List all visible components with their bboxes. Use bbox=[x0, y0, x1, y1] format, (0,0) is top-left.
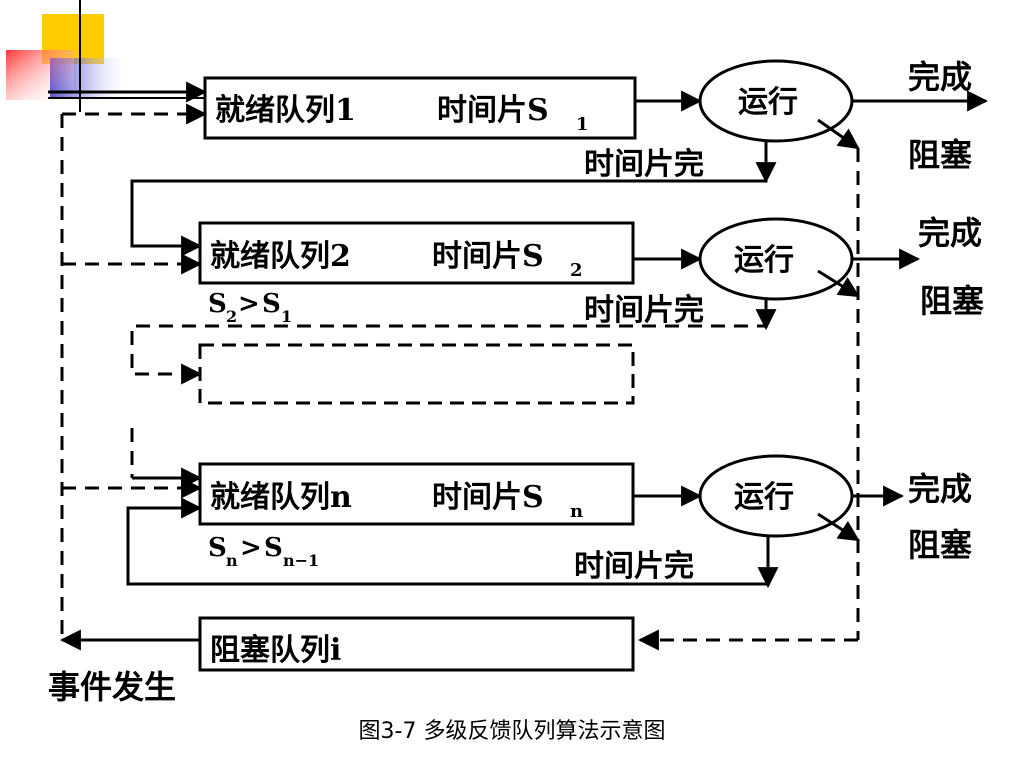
run-label-n: 运行 bbox=[734, 480, 794, 515]
slice-done-label-n: 时间片完 bbox=[574, 549, 694, 584]
queue-2-slice-sub: 2 bbox=[570, 260, 583, 281]
queue-n-slice-sub: n bbox=[570, 501, 583, 522]
relation-n-a: S bbox=[208, 533, 227, 563]
ready-queue-2-box bbox=[198, 221, 635, 285]
relation-n-a-sub: n bbox=[226, 551, 238, 570]
relation-2-op: > bbox=[238, 289, 260, 319]
queue-1-slice-sub: 1 bbox=[576, 114, 589, 135]
relation-n-b: S bbox=[264, 533, 283, 563]
done-label-n: 完成 bbox=[908, 470, 972, 508]
block-label-2: 阻塞 bbox=[920, 282, 984, 320]
block-label-1: 阻塞 bbox=[908, 136, 972, 174]
queue-1-text: 就绪队列1 时间片S 1 bbox=[215, 93, 589, 135]
relation-2: S 2 > S 1 bbox=[208, 289, 292, 326]
relation-2-a: S bbox=[208, 289, 227, 319]
done-label-1: 完成 bbox=[908, 58, 972, 96]
queue-1-label: 就绪队列1 bbox=[215, 93, 356, 128]
slice-done-label-2: 时间片完 bbox=[584, 293, 704, 328]
dashed-flow-lines bbox=[60, 103, 860, 651]
solid-flow-lines bbox=[48, 81, 989, 651]
run-label-1: 运行 bbox=[738, 85, 798, 120]
relation-2-b: S bbox=[262, 289, 281, 319]
slice-done-label-1: 时间片完 bbox=[584, 147, 704, 182]
figure-caption: 图3-7 多级反馈队列算法示意图 bbox=[359, 719, 666, 744]
queue-1-slice: 时间片S bbox=[437, 93, 549, 128]
queue-n-label: 就绪队列n bbox=[210, 480, 352, 515]
run-label-2: 运行 bbox=[734, 243, 794, 278]
block-label-n: 阻塞 bbox=[908, 526, 972, 564]
queue-2-slice: 时间片S bbox=[432, 239, 544, 274]
relation-n-op: > bbox=[240, 533, 262, 563]
queue-2-text: 就绪队列2 时间片S 2 bbox=[210, 239, 583, 281]
corner-decoration bbox=[6, 0, 205, 112]
queue-n-text: 就绪队列n 时间片S n bbox=[210, 480, 583, 522]
relation-2-b-sub: 1 bbox=[281, 307, 292, 326]
event-label: 事件发生 bbox=[48, 668, 176, 706]
queue-n-slice: 时间片S bbox=[432, 480, 544, 515]
queue-2-label: 就绪队列2 bbox=[210, 239, 351, 274]
relation-n: S n > S n−1 bbox=[208, 533, 319, 570]
done-label-2: 完成 bbox=[918, 214, 982, 252]
ready-queue-middle-box bbox=[198, 343, 635, 405]
blocked-queue-label: 阻塞队列i bbox=[210, 633, 341, 668]
ready-queue-1-box bbox=[203, 76, 637, 140]
blocked-queue-box bbox=[198, 616, 635, 672]
relation-2-a-sub: 2 bbox=[226, 307, 237, 326]
relation-n-b-sub: n−1 bbox=[283, 551, 319, 570]
